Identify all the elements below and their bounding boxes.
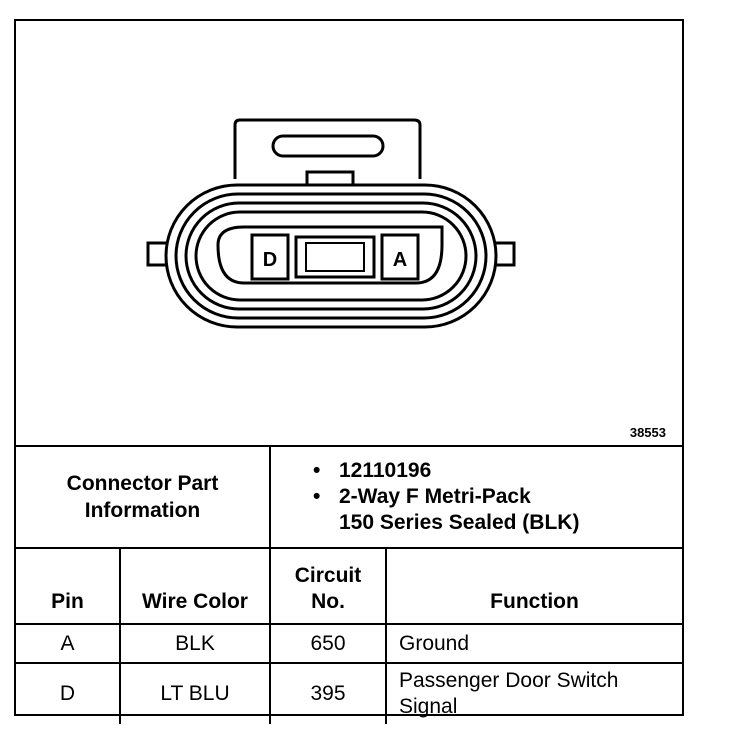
circuit-cell: 395 (269, 662, 387, 724)
function-line1: Ground (399, 631, 470, 655)
header-circuit: Circuit No. (269, 547, 387, 625)
function-line2: Signal (399, 695, 458, 718)
part-info-label-line: Information (84, 499, 201, 522)
wire-color-cell: LT BLU (119, 662, 271, 724)
part-info-label: Connector Part Information (16, 445, 271, 549)
latch-slot (271, 134, 385, 158)
center-key-inner (305, 242, 365, 272)
part-info-row: Connector Part Information • 12110196 • 2-… (16, 445, 683, 549)
part-info-list: • 12110196 • 2-Way F Metri-Pack 150 Series… (268, 445, 683, 549)
pin-label-a: A (393, 249, 407, 271)
connector-seal-ring (194, 210, 468, 302)
part-description-line1: 2-Way F Metri-Pack (339, 485, 531, 508)
connector-diagram-frame: D A 38553 Connector Part Information • 12… (14, 19, 684, 724)
table-row: A BLK 650 Ground (16, 623, 683, 664)
table-row: D LT BLU 395 Passenger Door Switch Signa… (16, 662, 683, 724)
function-cell: Ground (384, 623, 683, 664)
header-function: Function (384, 547, 683, 625)
part-description-line2: 150 Series Sealed (BLK) (339, 511, 580, 534)
pin-cavity-d (250, 233, 290, 281)
part-number: 12110196 (339, 459, 432, 482)
header-wire-color: Wire Color (119, 547, 271, 625)
header-pin: Pin (16, 547, 121, 625)
pin-cell: A (16, 623, 121, 664)
connector-shell-ring-3 (184, 201, 478, 311)
part-description-item: • 2-Way F Metri-Pack (313, 484, 682, 510)
wire-color-cell: BLK (119, 623, 271, 664)
table-header-row: Pin Wire Color Circuit No. Function (16, 547, 683, 625)
circuit-cell: 650 (269, 623, 387, 664)
connector-info-table: Connector Part Information • 12110196 • 2-… (16, 445, 683, 724)
connector-drawing: D A (146, 118, 516, 329)
header-circuit-line2: No. (311, 590, 345, 613)
figure-id: 38553 (629, 425, 666, 440)
pin-cavity-a (380, 233, 420, 281)
function-cell: Passenger Door Switch Signal (384, 662, 683, 724)
function-line1: Passenger Door Switch (399, 669, 619, 692)
bullet-icon: • (313, 459, 321, 482)
header-circuit-line1: Circuit (294, 564, 362, 587)
pin-cell: D (16, 662, 121, 724)
part-info-label-line: Connector Part (66, 472, 219, 495)
bullet-icon: • (313, 485, 321, 508)
pin-label-d: D (263, 249, 277, 271)
connector-shell-ring-2 (174, 192, 488, 320)
part-number-item: • 12110196 (313, 458, 682, 484)
